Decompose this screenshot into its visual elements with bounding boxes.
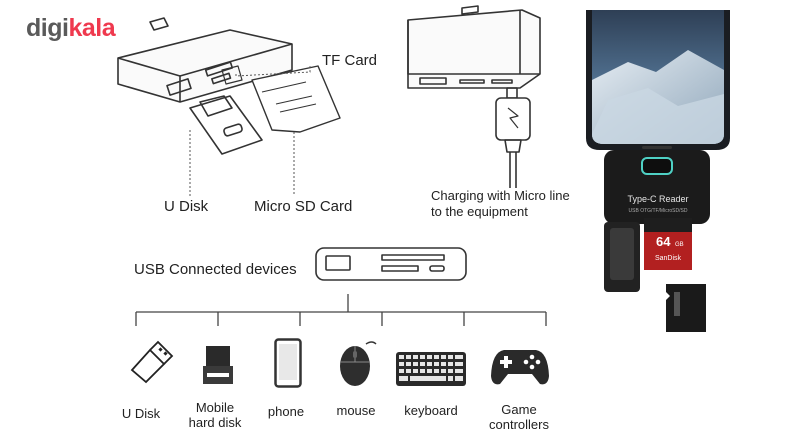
sd-capacity: 64 <box>656 234 671 249</box>
device-label-mouse: mouse <box>336 403 376 418</box>
micro-sd-card-label: Micro SD Card <box>254 198 353 215</box>
device-label-line: hard disk <box>188 415 242 430</box>
device-label-line: controllers <box>489 417 549 432</box>
sd-brand: SanDisk <box>655 255 682 262</box>
charging-label-line1: Charging with Micro line <box>431 188 570 203</box>
reader-subtitle: USB OTG/TF/MicroSD/SD <box>629 208 688 214</box>
device-label-game-controllers: Game controllers <box>486 402 552 432</box>
hard-disk-icon <box>203 346 233 384</box>
phone-icon <box>274 338 302 388</box>
device-label-line: Mobile <box>195 400 235 415</box>
gamepad-icon <box>491 350 549 385</box>
device-label-phone: phone <box>267 404 305 419</box>
charging-label-line2: to the equipment <box>431 204 528 219</box>
usb-stick-icon <box>130 340 174 384</box>
phone-with-reader-photo: Type-C Reader USB OTG/TF/MicroSD/SD 64 G… <box>586 10 730 332</box>
reader-title: Type-C Reader <box>627 194 688 204</box>
sd-unit: GB <box>675 242 684 248</box>
device-label-u-disk: U Disk <box>121 406 161 421</box>
logo-part-digi: digi <box>26 14 69 42</box>
usb-connected-label: USB Connected devices <box>134 261 297 278</box>
digikala-logo[interactable]: digikala <box>26 14 116 43</box>
device-label-line: Game <box>501 402 537 417</box>
device-label-keyboard: keyboard <box>404 403 458 418</box>
device-label-mobile-hard-disk: Mobile hard disk <box>182 400 248 430</box>
logo-part-kala: kala <box>68 14 116 42</box>
mouse-icon <box>340 341 377 386</box>
keyboard-icon <box>396 352 466 386</box>
tf-card-label: TF Card <box>322 52 378 69</box>
u-disk-label: U Disk <box>164 198 209 215</box>
